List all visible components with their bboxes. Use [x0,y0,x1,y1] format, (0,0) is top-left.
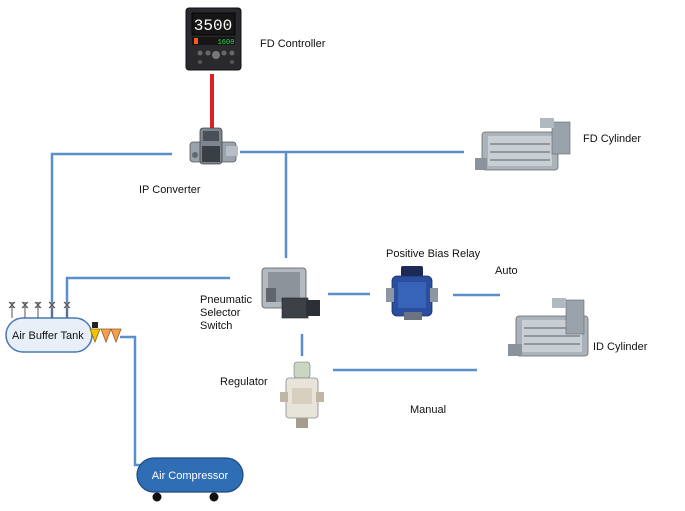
ip-converter-label: IP Converter [139,184,201,196]
tank-valves [8,301,71,318]
air-buffer-tank-label: Air Buffer Tank [12,330,84,342]
ip-converter-device [189,127,238,165]
selector-switch-device [261,267,320,319]
fd-cylinder-label: FD Cylinder [583,133,642,145]
selector-label-line-1: Pneumatic [200,294,252,306]
selector-label-line-3: Switch [200,320,233,332]
buffer-tank-device [5,301,122,353]
regulator-label: Regulator [220,376,268,388]
air-compressor-device: Air Compressor [136,457,244,502]
regulator-device [280,361,324,428]
pneumatic-selector-switch-label: Pneumatic Selector Switch [200,294,252,333]
bias-relay-device [386,266,438,320]
id-cylinder-label: ID Cylinder [593,341,648,353]
id-cylinder-device [508,298,589,357]
manual-label: Manual [410,404,447,416]
fd-controller-label: FD Controller [260,38,326,50]
controller-main-value: 3500 [194,17,232,35]
fd-cylinder-device [475,118,571,171]
selector-label-line-2: Selector [200,307,241,319]
pipe-ip-to-tank [50,152,172,318]
controller-sub-value: 1600 [218,39,235,47]
air-lines [50,150,500,467]
positive-bias-relay-label: Positive Bias Relay [386,248,481,260]
air-compressor-label: Air Compressor [152,470,229,482]
pipe-tank-to-compressor [120,335,150,467]
fd-controller-device: 3500 1600 [185,7,242,71]
auto-label: Auto [495,265,518,277]
